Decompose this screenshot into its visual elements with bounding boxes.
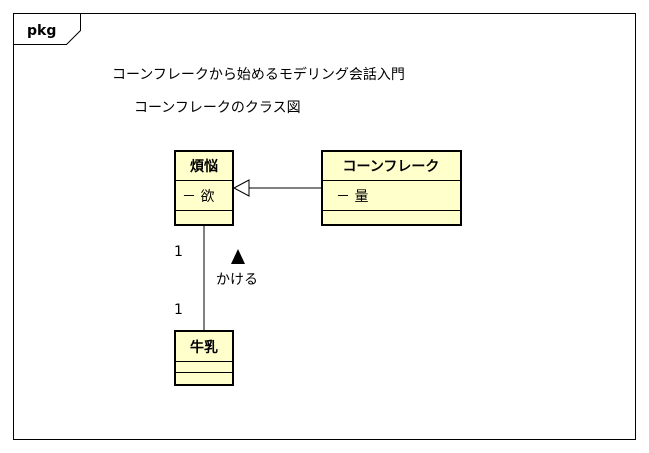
class-milk[interactable]: 牛乳 [174,330,234,386]
multiplicity-bottom: 1 [174,302,183,318]
class-bonno-name: 煩悩 [190,158,218,175]
class-cornflakes-box [321,150,462,226]
diagram-title: コーンフレークから始めるモデリング会話入門 [112,66,405,83]
association-label: かける [216,272,258,288]
generalization-arrowhead [232,179,250,197]
class-milk-name: 牛乳 [190,339,218,356]
class-bonno-attribute: － 欲 [182,189,214,205]
class-cornflakes[interactable]: コーンフレーク － 量 [321,150,462,226]
class-bonno-box [174,150,234,226]
package-label: pkg [27,23,56,39]
multiplicity-top: 1 [174,244,183,260]
diagram-subtitle: コーンフレークのクラス図 [134,100,301,116]
class-bonno[interactable]: 煩悩 － 欲 [174,150,234,226]
class-cornflakes-name: コーンフレーク [343,159,440,175]
class-cornflakes-attribute: － 量 [336,189,368,205]
package-tab [13,13,81,45]
class-milk-box [174,330,234,386]
package-frame [13,13,636,440]
association-direction-triangle [231,249,245,264]
